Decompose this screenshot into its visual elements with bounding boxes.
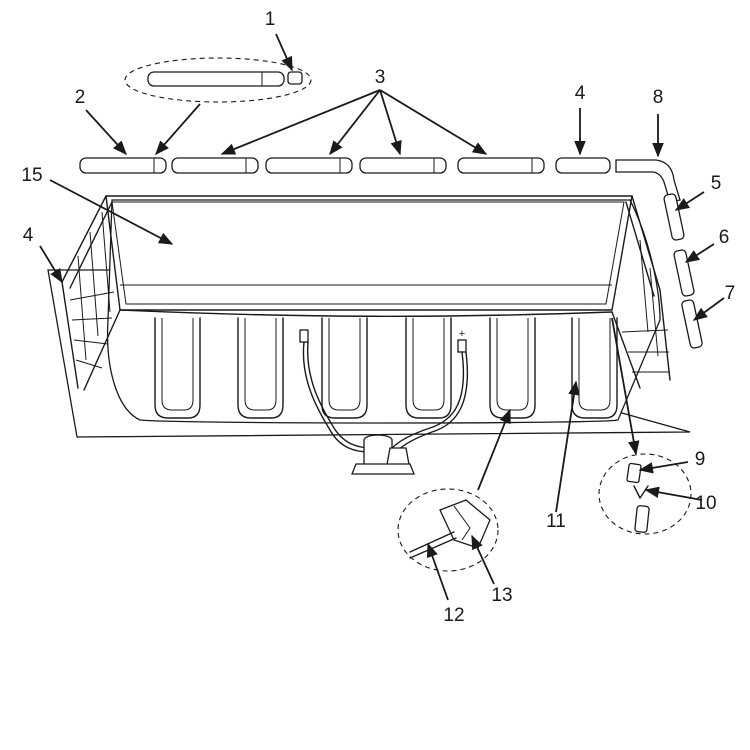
detail-circle-strap <box>397 488 499 572</box>
detail-pipe <box>147 71 285 87</box>
callout-6: 6 <box>719 227 730 248</box>
callout-9: 9 <box>695 449 706 470</box>
svg-text:+: + <box>459 328 465 340</box>
callout-4-left: 4 <box>23 225 34 246</box>
callout-1: 1 <box>265 9 276 30</box>
pool-liner <box>105 195 661 424</box>
corner-leg-parts <box>663 193 703 349</box>
callout-3: 3 <box>375 67 386 88</box>
detail-pipe-cap <box>287 71 303 85</box>
filter-pump: + <box>299 328 469 475</box>
callout-13: 13 <box>491 585 512 606</box>
top-rail-pipes <box>79 157 681 203</box>
pool-legs <box>154 317 618 419</box>
callout-5: 5 <box>711 173 722 194</box>
callout-7: 7 <box>725 283 736 304</box>
callout-10: 10 <box>695 493 716 514</box>
callout-2: 2 <box>75 87 86 108</box>
detail-circle-joint <box>598 453 692 535</box>
callout-11: 11 <box>546 511 566 532</box>
callout-arrows <box>39 33 725 601</box>
callout-4-top: 4 <box>575 83 586 104</box>
detail-circle-pipe <box>124 57 312 103</box>
joint-detail <box>626 462 650 533</box>
callout-12: 12 <box>443 605 464 626</box>
left-end-frame <box>61 195 121 391</box>
callout-8: 8 <box>653 87 664 108</box>
callout-labels: 1 2 3 4 8 15 4 5 6 7 9 10 11 12 13 <box>21 9 735 626</box>
callout-15: 15 <box>21 165 42 186</box>
